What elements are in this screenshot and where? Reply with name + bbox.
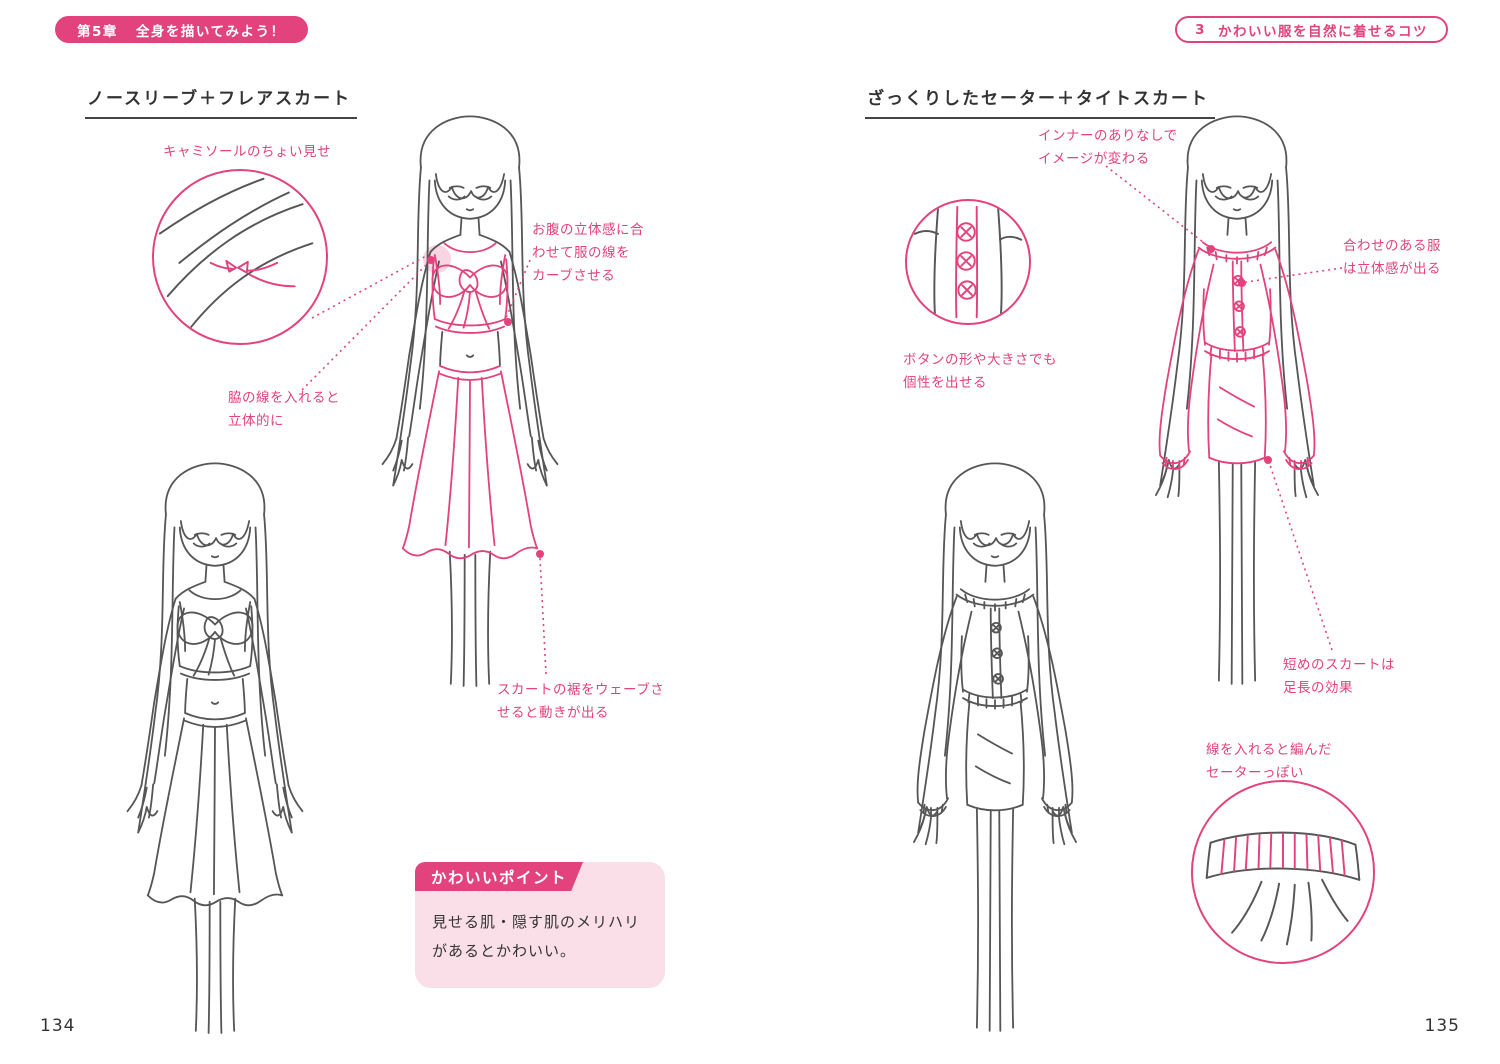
left-section-title: ノースリーブ＋フレアスカート xyxy=(85,84,358,119)
section-number: 3 xyxy=(1195,21,1206,38)
annotation-knit-lines: 線を入れると編んだ セーターっぽい xyxy=(1206,742,1332,781)
chapter-header: 第5章 全身を描いてみよう！ xyxy=(55,16,308,43)
annotation-button-variety: ボタンの形や大きさでも 個性を出せる xyxy=(903,352,1057,391)
inset-button-detail xyxy=(905,199,1031,325)
cute-point-box: かわいいポイント 見せる肌・隠す肌のメリハリ があるとかわいい。 xyxy=(415,862,665,988)
figure-sweater-finished xyxy=(835,445,1155,1045)
page-number-left: 134 xyxy=(40,1016,76,1036)
annotation-skirt-hem-wave: スカートの裾をウェーブさ せると動きが出る xyxy=(497,682,665,721)
right-section-title: ざっくりしたセーター＋タイトスカート xyxy=(865,84,1215,119)
inset-camisole-detail xyxy=(152,169,328,345)
annotation-inner-layer: インナーのありなしで イメージが変わる xyxy=(1038,128,1178,167)
annotation-belly-curve: お腹の立体感に合 わせて服の線を カーブさせる xyxy=(532,222,644,284)
knit-cuff-detail-drawing xyxy=(1205,831,1361,946)
camisole-detail-drawing xyxy=(158,177,314,331)
section-header: 3 かわいい服を自然に着せるコツ xyxy=(1175,16,1448,43)
cute-point-badge: かわいいポイント xyxy=(415,862,583,891)
chapter-title: 全身を描いてみよう！ xyxy=(135,23,286,40)
cute-point-text: 見せる肌・隠す肌のメリハリ があるとかわいい。 xyxy=(432,913,641,961)
section-header-title: かわいい服を自然に着せるコツ xyxy=(1218,23,1428,40)
annotation-short-skirt: 短めのスカートは 足長の効果 xyxy=(1283,657,1395,696)
annotation-armpit-line: 脇の線を入れると 立体的に xyxy=(228,390,340,429)
annotation-camisole-peek: キャミソールのちょい見せ xyxy=(163,144,331,160)
figure-flare-finished xyxy=(55,445,375,1045)
chapter-number: 第5章 xyxy=(77,23,118,40)
button-detail-drawing xyxy=(913,205,1023,319)
annotation-front-overlap: 合わせのある服 は立体感が出る xyxy=(1343,238,1441,277)
inset-knit-cuff-detail xyxy=(1191,780,1375,964)
page-number-right: 135 xyxy=(1424,1016,1460,1036)
